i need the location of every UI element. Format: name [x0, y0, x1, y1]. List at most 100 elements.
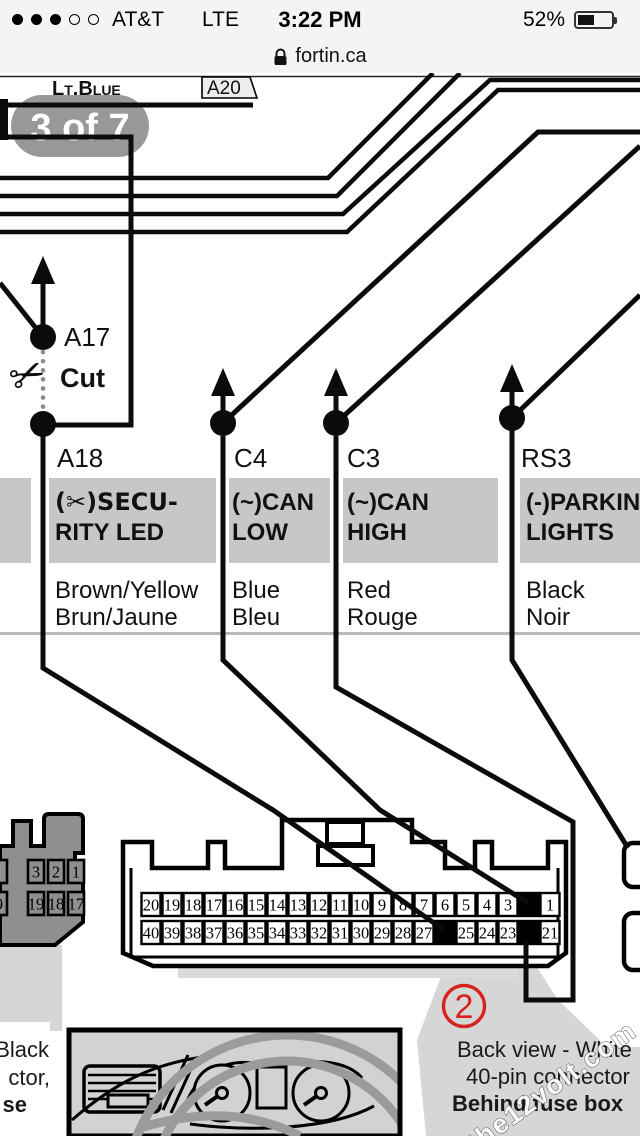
battery-icon: [574, 11, 617, 29]
air-vent-icon: [82, 1064, 162, 1114]
pin-cell: [224, 891, 246, 918]
pin-cell: [203, 919, 225, 946]
pin-number: 21: [542, 924, 559, 943]
pin-cell: [455, 919, 477, 946]
battery-tip: [614, 17, 617, 24]
pin-number: 12: [311, 896, 328, 915]
pin-number: 20: [143, 896, 160, 915]
pin-cell: [266, 919, 288, 946]
pin-cell: [392, 919, 414, 946]
pin-number: 15: [248, 896, 265, 915]
junction-rs3: [499, 405, 525, 431]
pin-cell: [161, 919, 183, 946]
wires: [0, 73, 640, 1003]
pin-number: 17: [68, 895, 85, 914]
pin-number: 33: [290, 924, 307, 943]
pin-cell: [66, 858, 86, 885]
function-parking-2: LIGHTS: [526, 519, 614, 546]
connector-shadow: [178, 966, 518, 978]
wire-table-background: [0, 478, 640, 635]
pin-number: 18: [185, 896, 202, 915]
pin-number: 6: [441, 896, 449, 915]
wiring-diagram: 3219191817 20191817161514131211109876543…: [0, 73, 640, 1136]
status-bar: AT&T LTE 3:22 PM 52%: [0, 0, 640, 40]
battery-fill: [578, 15, 594, 25]
color-en-c3: Red: [347, 577, 391, 604]
color-en-rs3: Black: [526, 577, 586, 604]
caption-right: Back view - White 40-pin connector Behin…: [452, 1037, 632, 1116]
pin-number: 3: [504, 896, 512, 915]
step-number-badge: 2: [441, 983, 487, 1029]
pin-number: 31: [332, 924, 349, 943]
pin-cell: [434, 891, 456, 918]
pin-cell: [26, 890, 46, 917]
junction-a18: [30, 411, 56, 437]
pin-cell: [371, 919, 393, 946]
pin-number: 28: [395, 924, 412, 943]
url-text: fortin.ca: [295, 45, 367, 67]
carrier-label: AT&T: [112, 8, 165, 31]
lock-icon: [274, 48, 287, 65]
pin-label-rs3: RS3: [521, 443, 572, 473]
pin-cell: [26, 858, 46, 885]
dash-contour: [71, 1054, 211, 1122]
latch-top: [325, 820, 365, 846]
pin-number: 8: [399, 896, 407, 915]
pin-cell: [203, 891, 225, 918]
pin-cell: [66, 890, 86, 917]
color-fr-c4: Bleu: [232, 604, 280, 631]
pin-number: 9: [378, 896, 386, 915]
caption-se: se: [3, 1092, 27, 1117]
pin-cell: [308, 891, 330, 918]
pin-label-a18: A18: [57, 443, 103, 473]
pin-cell: [350, 919, 372, 946]
wire-c4-up: [221, 129, 640, 425]
dashboard-photo: [66, 1027, 403, 1136]
pin-cell: [518, 919, 540, 946]
color-fr-c3: Rouge: [347, 604, 418, 631]
battery-percent: 52%: [522, 8, 565, 31]
wire-horizontal-1: [0, 73, 435, 181]
wire-rs3-to-tab: [509, 430, 631, 850]
arrowhead-c4: [211, 368, 235, 396]
pin-number: 19: [28, 895, 45, 914]
url-bar[interactable]: fortin.ca: [0, 40, 640, 74]
pin-number: 16: [227, 896, 244, 915]
pin-number: 30: [353, 924, 370, 943]
signal-dot: [88, 14, 99, 25]
function-can-low-1: (~)CAN: [232, 489, 314, 516]
caption-fusebox: Behind fuse box: [452, 1091, 624, 1116]
pin-cell: [46, 858, 66, 885]
pin-number: 4: [483, 896, 491, 915]
pin-label-c3: C3: [347, 443, 380, 473]
junction-a17: [30, 324, 56, 350]
pin-cell: [182, 891, 204, 918]
pin-number: 2: [525, 896, 533, 915]
color-en-c4: Blue: [232, 577, 280, 604]
pin-cell: [266, 891, 288, 918]
pin-number: 11: [332, 896, 348, 915]
pin-number: 3: [32, 863, 40, 882]
caption-black: Black: [0, 1037, 50, 1062]
pin-cell: [476, 891, 498, 918]
signal-strength-icon: [12, 14, 99, 25]
pin-number: 19: [164, 896, 181, 915]
pin-number: 17: [206, 896, 223, 915]
pin-number: 40: [143, 924, 160, 943]
a20-label: A20: [207, 78, 241, 99]
pin-number: 5: [462, 896, 470, 915]
pin-number: 23: [500, 924, 517, 943]
color-fr-a18: Brun/Jaune: [55, 604, 178, 631]
left-photo-panel: [0, 945, 62, 1031]
caption-back-view: Back view - White: [457, 1037, 632, 1062]
left-edge-wire-stub: [0, 99, 8, 140]
wire-horizontal-2: [0, 73, 462, 199]
wire-c3-up: [334, 144, 640, 425]
pin-number: 38: [185, 924, 202, 943]
function-parking-1: (-)PARKING: [526, 489, 640, 516]
pin-cell: [350, 891, 372, 918]
function-can-high-2: HIGH: [347, 519, 407, 546]
pin-number: 1: [546, 896, 554, 915]
clock: 3:22 PM: [278, 7, 362, 32]
